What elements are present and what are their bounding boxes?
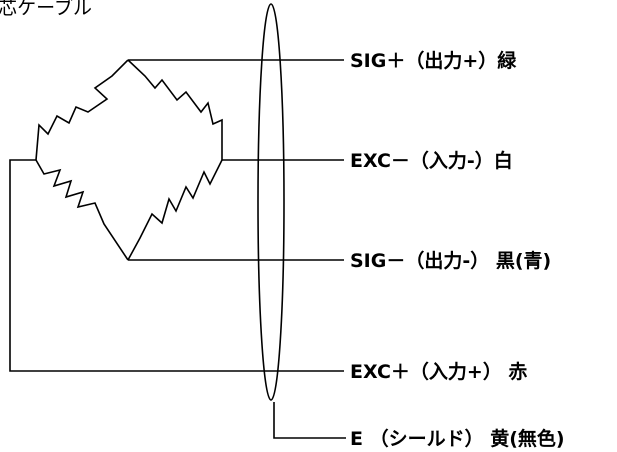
diagram-title: 4芯ケーブル xyxy=(0,0,92,19)
resistor-top-right xyxy=(127,59,223,160)
resistor-top-left xyxy=(35,59,129,161)
cable-sheath xyxy=(257,3,285,401)
label-shield: E （シールド） 黄(無色) xyxy=(350,427,565,450)
resistor-bottom-right xyxy=(127,159,223,261)
label-exc-plus: EXC＋（入力+） 赤 xyxy=(350,360,527,383)
wire-exc-plus xyxy=(9,159,344,372)
wheatstone-bridge xyxy=(35,59,223,261)
resistor-bottom-left xyxy=(35,159,129,261)
label-exc-minus: EXC－（入力-）白 xyxy=(350,149,513,172)
label-sig-plus: SIG＋（出力+）緑 xyxy=(350,49,517,72)
wire-shield xyxy=(273,402,346,439)
label-sig-minus: SIG－（出力-） 黒(青) xyxy=(350,249,551,272)
